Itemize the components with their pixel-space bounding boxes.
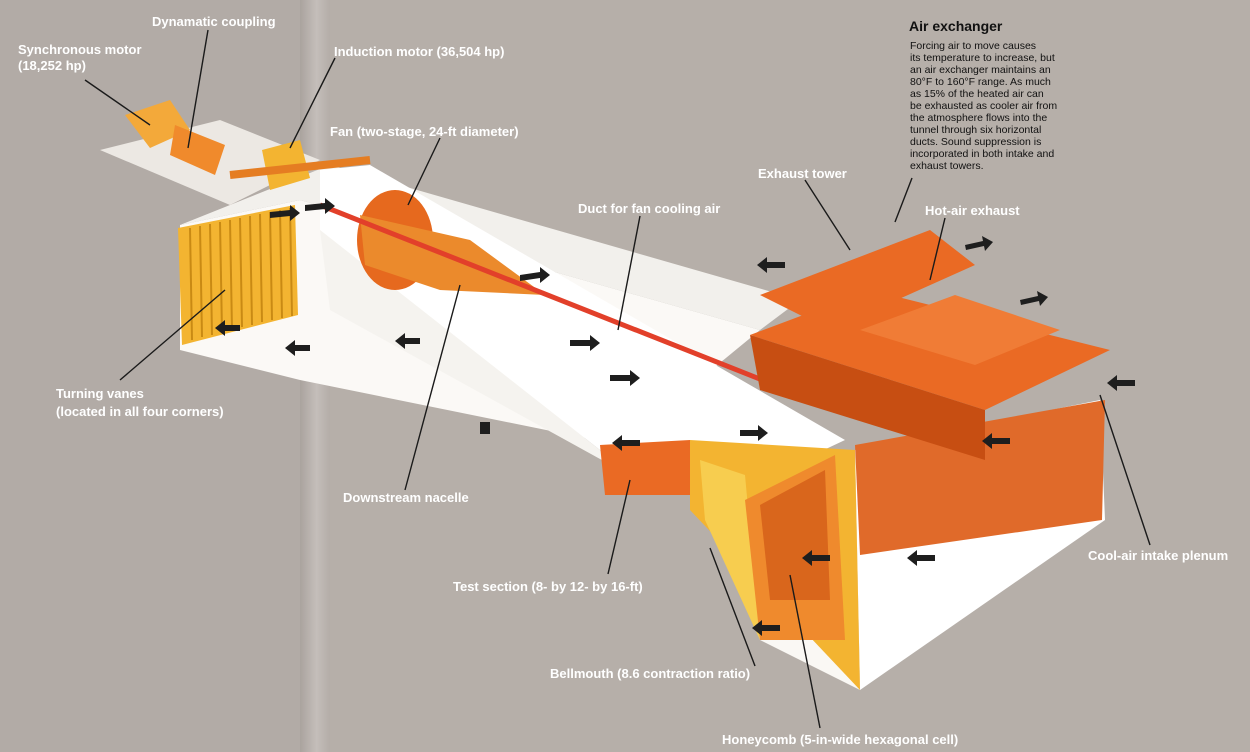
leader-line-duct <box>617 215 641 331</box>
flow-arrow <box>757 257 785 273</box>
flow-arrow <box>612 435 640 451</box>
leader-line-dynamatic-coupling <box>187 29 209 149</box>
label-cool-air-intake: Cool-air intake plenum <box>1088 548 1229 563</box>
label-bellmouth: Bellmouth (8.6 contraction ratio) <box>550 666 751 681</box>
honeycomb-screen <box>760 470 830 600</box>
flow-arrow <box>1020 291 1048 306</box>
flow-arrow <box>215 320 240 336</box>
label-synchronous-motor: Synchronous motor (18,252 hp) <box>18 42 142 73</box>
label-turning-vanes: Turning vanes (located in all four corne… <box>56 386 224 419</box>
flow-arrow <box>395 333 420 349</box>
label-honeycomb: Honeycomb (5-in-wide hexagonal cell) <box>722 732 959 747</box>
flow-arrows <box>215 198 1135 636</box>
label-hot-air-exhaust: Hot-air exhaust <box>925 203 1020 218</box>
flow-arrow <box>270 205 300 221</box>
flow-arrow <box>1107 375 1135 391</box>
label-induction-motor: Induction motor (36,504 hp) <box>334 44 505 59</box>
flow-arrow <box>907 550 935 566</box>
leader-line-air-exchanger <box>894 177 913 223</box>
air-exchanger-roof <box>860 295 1060 365</box>
tunnel-structure <box>100 100 1110 690</box>
flow-arrow <box>802 550 830 566</box>
leader-lines <box>84 29 1151 729</box>
label-fan: Fan (two-stage, 24-ft diameter) <box>330 124 519 139</box>
flow-arrow <box>285 340 310 356</box>
flow-arrow <box>520 267 550 283</box>
label-exhaust-tower: Exhaust tower <box>758 166 847 181</box>
label-test-section: Test section (8- by 12- by 16-ft) <box>453 579 643 594</box>
leader-line-hot-air-exhaust <box>929 217 946 281</box>
turning-vanes-slats <box>189 207 293 341</box>
leader-line-induction-motor <box>289 57 336 149</box>
air-exchanger-title: Air exchanger <box>909 18 1003 34</box>
flow-arrow <box>982 433 1010 449</box>
dynamatic-coupling-shape <box>170 125 225 175</box>
exhaust-tower-top <box>760 230 975 330</box>
label-duct: Duct for fan cooling air <box>578 201 721 216</box>
leader-line-synchronous-motor <box>84 79 151 126</box>
flow-arrow <box>740 425 768 441</box>
leader-line-exhaust-tower <box>804 179 851 251</box>
drive-shaft <box>229 156 371 179</box>
air-exchanger-description: Forcing air to move causes its temperatu… <box>910 40 1058 172</box>
flow-arrow <box>570 335 600 351</box>
leader-line-bellmouth <box>709 547 756 667</box>
leader-line-test-section <box>607 479 631 575</box>
test-section-shape <box>600 440 700 495</box>
flow-arrow <box>610 370 640 386</box>
leader-line-downstream-nacelle <box>404 284 461 491</box>
leader-line-honeycomb <box>789 574 821 729</box>
flow-arrow <box>305 198 335 214</box>
bellmouth-inner <box>700 460 760 640</box>
fan-cooling-duct <box>319 202 776 388</box>
leader-line-cool-air-intake <box>1099 394 1151 546</box>
flow-arrow <box>752 620 780 636</box>
exhaust-tower-front <box>750 335 985 460</box>
label-dynamatic-coupling: Dynamatic coupling <box>152 14 276 29</box>
label-downstream-nacelle: Downstream nacelle <box>343 490 469 505</box>
flow-arrow <box>965 236 993 251</box>
turning-vanes-shape <box>178 205 298 345</box>
flow-arrow <box>470 422 490 434</box>
leader-line-fan <box>407 137 441 206</box>
leader-line-turning-vanes <box>119 289 226 381</box>
